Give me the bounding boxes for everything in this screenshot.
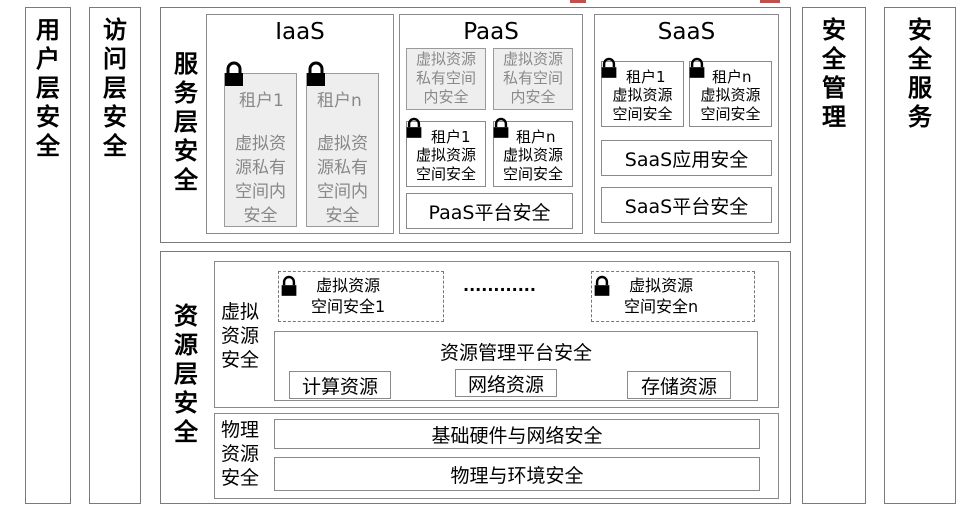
label-char: 层	[103, 74, 127, 102]
security-management-label: 安全管理	[822, 16, 846, 132]
saas-platform-security: SaaS平台安全	[601, 187, 772, 223]
security-service-column: 安全服务	[884, 7, 956, 504]
iaas-tenant-1: 租户1 虚拟资 源私有 空间内 安全	[224, 73, 297, 227]
lock-icon	[594, 275, 610, 296]
resource-layer-label: 资源层安全	[169, 302, 203, 447]
label-char: 安	[103, 103, 127, 131]
paas-tenant-1-name: 租户1	[431, 128, 471, 146]
paas-tenant-n: 租户n 虚拟资源 空间安全	[493, 121, 573, 187]
virtual-resource-panel: 虚拟 资源 安全 虚拟资源 空间安全1 ............ 虚拟资源 空间…	[214, 261, 779, 408]
iaas-tenant-n: 租户n 虚拟资 源私有 空间内 安全	[306, 73, 379, 227]
iaas-tenant-n-desc: 虚拟资 源私有 空间内 安全	[317, 134, 368, 226]
iaas-tenant-1-name: 租户1	[239, 91, 284, 111]
label-char: 安	[36, 103, 60, 131]
paas-title: PaaS	[463, 19, 519, 45]
paas-private-space-2: 虚拟资源 私有空间 内安全	[493, 48, 573, 110]
paas-tenant-n-name: 租户n	[516, 128, 556, 146]
physical-environment-security: 物理与环境安全	[274, 457, 760, 491]
label-char: 安	[174, 137, 198, 165]
virtual-space-n-text: 虚拟资源 空间安全n	[624, 276, 699, 316]
resource-mgmt-platform: 资源管理平台安全 计算资源 网络资源 存储资源	[274, 331, 758, 401]
label-char: 理	[822, 103, 846, 131]
paas-tenant-1: 租户1 虚拟资源 空间安全	[406, 121, 486, 187]
lock-icon	[689, 57, 705, 78]
label-char: 访	[103, 16, 127, 44]
virtual-space-1: 虚拟资源 空间安全1	[278, 271, 444, 322]
saas-tenant-n-name: 租户n	[712, 68, 752, 86]
saas-app-security: SaaS应用安全	[601, 140, 772, 176]
paas-private-space-1: 虚拟资源 私有空间 内安全	[406, 48, 486, 110]
lock-icon	[406, 117, 422, 138]
label-char: 务	[908, 103, 932, 131]
resource-mgmt-platform-title: 资源管理平台安全	[439, 342, 592, 364]
label-char: 务	[174, 79, 198, 107]
label-char: 安	[908, 16, 932, 44]
service-layer-label: 服务层安全	[169, 50, 203, 195]
virtual-space-1-text: 虚拟资源 空间安全1	[311, 276, 386, 316]
security-management-column: 安全管理	[802, 7, 866, 504]
iaas-tenant-n-name: 租户n	[317, 91, 362, 111]
label-char: 层	[174, 108, 198, 136]
virtual-space-n: 虚拟资源 空间安全n	[591, 271, 755, 322]
user-layer-column: 用户层安全	[25, 7, 71, 504]
label-char: 问	[103, 45, 127, 73]
paas-platform-security: PaaS平台安全	[406, 193, 573, 229]
label-char: 安	[822, 16, 846, 44]
lock-icon	[281, 275, 297, 296]
user-layer-label: 用户层安全	[36, 16, 60, 161]
label-char: 资	[174, 302, 198, 330]
label-char: 层	[36, 74, 60, 102]
label-char: 全	[103, 132, 127, 160]
ellipsis: ............	[463, 276, 536, 295]
iaas-box: IaaS 租户1 虚拟资 源私有 空间内 安全 租户n 虚拟资 源私有 空间内 …	[206, 14, 394, 234]
virtual-resource-label: 虚拟 资源 安全	[221, 301, 260, 371]
label-char: 源	[174, 331, 198, 359]
security-service-label: 安全服务	[908, 16, 932, 132]
accent-line-left	[570, 0, 586, 3]
label-char: 户	[36, 45, 60, 73]
lock-icon	[225, 61, 243, 86]
access-layer-label: 访问层安全	[103, 16, 127, 161]
paas-tenant-1-desc: 虚拟资源 空间安全	[415, 146, 476, 183]
iaas-title: IaaS	[275, 19, 325, 45]
access-layer-column: 访问层安全	[89, 7, 141, 504]
lock-icon	[307, 61, 325, 86]
label-char: 层	[174, 360, 198, 388]
resource-layer-panel: 资源层安全 虚拟 资源 安全 虚拟资源 空间安全1 ............ 虚…	[160, 251, 791, 504]
label-char: 全	[174, 418, 198, 446]
paas-tenant-n-desc: 虚拟资源 空间安全	[502, 146, 563, 183]
storage-resource: 存储资源	[627, 371, 731, 399]
label-char: 全	[908, 45, 932, 73]
saas-tenant-n-desc: 虚拟资源 空间安全	[700, 86, 761, 123]
hardware-network-security: 基础硬件与网络安全	[274, 419, 760, 449]
label-char: 全	[174, 166, 198, 194]
saas-tenant-1-name: 租户1	[626, 68, 666, 86]
compute-resource: 计算资源	[289, 371, 391, 399]
lock-icon	[601, 57, 617, 78]
physical-resource-label: 物理 资源 安全	[221, 419, 260, 489]
paas-box: PaaS 虚拟资源 私有空间 内安全 虚拟资源 私有空间 内安全 租户1 虚拟资…	[399, 14, 583, 234]
physical-resource-panel: 物理 资源 安全 基础硬件与网络安全 物理与环境安全	[214, 413, 779, 499]
iaas-tenant-1-desc: 虚拟资 源私有 空间内 安全	[235, 134, 286, 226]
network-resource: 网络资源	[455, 369, 557, 397]
label-char: 全	[822, 45, 846, 73]
label-char: 用	[36, 16, 60, 44]
label-char: 安	[174, 389, 198, 417]
label-char: 全	[36, 132, 60, 160]
service-layer-panel: 服务层安全 IaaS 租户1 虚拟资 源私有 空间内 安全 租户n 虚拟资 源私…	[160, 7, 791, 243]
accent-line-right	[760, 0, 780, 3]
label-char: 服	[174, 50, 198, 78]
saas-box: SaaS 租户1 虚拟资源 空间安全 租户n 虚拟资源 空间安全 SaaS应用安…	[594, 14, 779, 234]
saas-tenant-1: 租户1 虚拟资源 空间安全	[601, 61, 684, 127]
saas-tenant-1-desc: 虚拟资源 空间安全	[612, 86, 673, 123]
label-char: 服	[908, 74, 932, 102]
label-char: 管	[822, 74, 846, 102]
lock-icon	[493, 117, 509, 138]
saas-title: SaaS	[657, 19, 716, 45]
